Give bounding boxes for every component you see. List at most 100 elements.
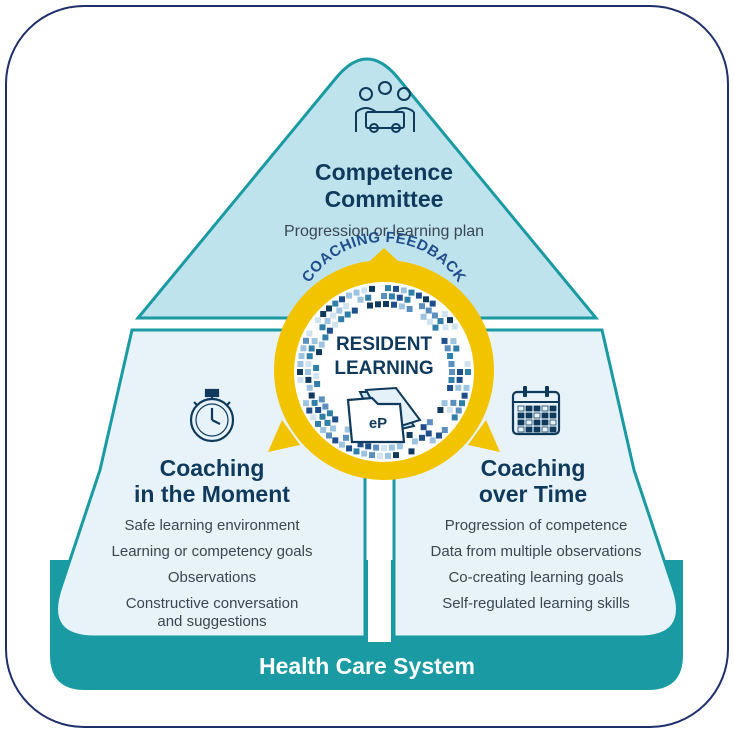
- mosaic-tile: [346, 292, 353, 299]
- mosaic-tile: [423, 296, 429, 303]
- mosaic-tile: [391, 301, 397, 308]
- mosaic-tile: [361, 450, 368, 457]
- mosaic-tile: [444, 345, 451, 352]
- mosaic-tile: [420, 424, 427, 431]
- mosaic-tile: [448, 361, 455, 367]
- mosaic-tile: [303, 337, 309, 344]
- mosaic-tile: [393, 285, 399, 292]
- mosaic-tile: [326, 432, 332, 439]
- mosaic-tile: [332, 437, 339, 444]
- mosaic-tile: [322, 334, 329, 341]
- mosaic-tile: [447, 353, 454, 359]
- mosaic-tile: [441, 337, 448, 344]
- mosaic-tile: [308, 345, 315, 352]
- mosaic-tile: [369, 285, 375, 292]
- mosaic-tile: [324, 419, 331, 426]
- mosaic-tile: [463, 384, 470, 391]
- stopwatch-icon: [189, 388, 235, 443]
- mosaic-tile: [310, 414, 317, 421]
- mosaic-tile: [322, 403, 329, 410]
- mosaic-tile: [326, 410, 333, 417]
- ring-arrow-right: [468, 420, 500, 452]
- mosaic-tile: [385, 285, 391, 292]
- calendar-cell: [549, 412, 557, 419]
- mosaic-tile: [361, 287, 368, 294]
- mosaic-tile: [297, 369, 303, 375]
- calendar-cell: [549, 405, 557, 412]
- mosaic-tile: [457, 369, 463, 375]
- mosaic-tile: [346, 445, 353, 452]
- mosaic-tile: [447, 317, 453, 324]
- mosaic-tile: [398, 303, 405, 310]
- mosaic-tile: [451, 414, 458, 421]
- mosaic-tile: [373, 444, 380, 451]
- mosaic-tile: [450, 338, 457, 345]
- right-title-line1: Coaching: [481, 455, 586, 481]
- left-item: Constructive conversation: [126, 595, 299, 612]
- calendar-cell: [533, 412, 541, 419]
- mosaic-tile: [425, 307, 432, 314]
- mosaic-tile: [297, 361, 304, 367]
- mosaic-tile: [425, 430, 432, 437]
- inner-disk: [294, 282, 474, 462]
- calendar-cell: [525, 412, 533, 419]
- calendar-cell: [533, 405, 541, 412]
- mosaic-tile: [375, 301, 381, 308]
- mosaic-tile: [455, 384, 462, 391]
- mosaic-tile: [344, 311, 351, 318]
- mosaic-tile: [464, 361, 471, 367]
- mosaic-tile: [400, 287, 407, 294]
- mosaic-tile: [315, 407, 322, 413]
- mosaic-tile: [388, 444, 395, 451]
- mosaic-tile: [369, 452, 375, 459]
- ring-arrow-left: [268, 420, 300, 452]
- mosaic-tile: [451, 323, 458, 330]
- mosaic-tile: [419, 434, 425, 441]
- mosaic-tile: [315, 317, 321, 324]
- mosaic-tile: [429, 437, 436, 444]
- mosaic-tile: [420, 313, 427, 320]
- mosaic-tile: [365, 294, 372, 301]
- mosaic-tile: [437, 407, 444, 413]
- mosaic-tile: [415, 292, 422, 299]
- mosaic-tile: [429, 300, 436, 307]
- mosaic-tile: [318, 396, 325, 403]
- mosaic-tile: [408, 289, 415, 296]
- center-title-line1: RESIDENT: [336, 334, 432, 355]
- mosaic-tile: [459, 400, 465, 407]
- calendar-cell: [533, 419, 541, 426]
- mosaic-tile: [419, 303, 425, 310]
- mosaic-tile: [303, 400, 309, 407]
- mosaic-tile: [406, 306, 413, 312]
- calendar-icon: [511, 386, 561, 436]
- mosaic-tile: [305, 361, 312, 368]
- ring-arrow-top: [358, 248, 410, 272]
- meeting-group-icon: [355, 81, 415, 133]
- mosaic-tile: [311, 399, 318, 406]
- mosaic-tile: [441, 400, 448, 407]
- mosaic-tile: [396, 294, 403, 301]
- mosaic-tile: [300, 345, 307, 352]
- mosaic-tile: [446, 407, 453, 413]
- mosaic-tile: [318, 341, 325, 348]
- mosaic-tile: [353, 289, 360, 296]
- left-item: and suggestions: [157, 613, 266, 630]
- mosaic-tile: [319, 324, 326, 331]
- mosaic-tile: [441, 311, 448, 317]
- left-item: Learning or competency goals: [112, 543, 313, 560]
- mosaic-tile: [396, 443, 403, 450]
- mosaic-tile: [311, 338, 318, 345]
- mosaic-tile: [436, 432, 442, 439]
- mosaic-tile: [353, 448, 360, 455]
- calendar-cell: [541, 426, 549, 433]
- mosaic-tile: [383, 301, 389, 307]
- mosaic-tile: [442, 324, 449, 331]
- mosaic-tile: [344, 426, 351, 433]
- mosaic-tile: [308, 392, 315, 399]
- mosaic-tile: [306, 384, 313, 391]
- mosaic-tile: [306, 353, 313, 360]
- mosaic-tile: [393, 452, 399, 459]
- mosaic-tile: [426, 419, 433, 426]
- right-item: Data from multiple observations: [431, 543, 642, 560]
